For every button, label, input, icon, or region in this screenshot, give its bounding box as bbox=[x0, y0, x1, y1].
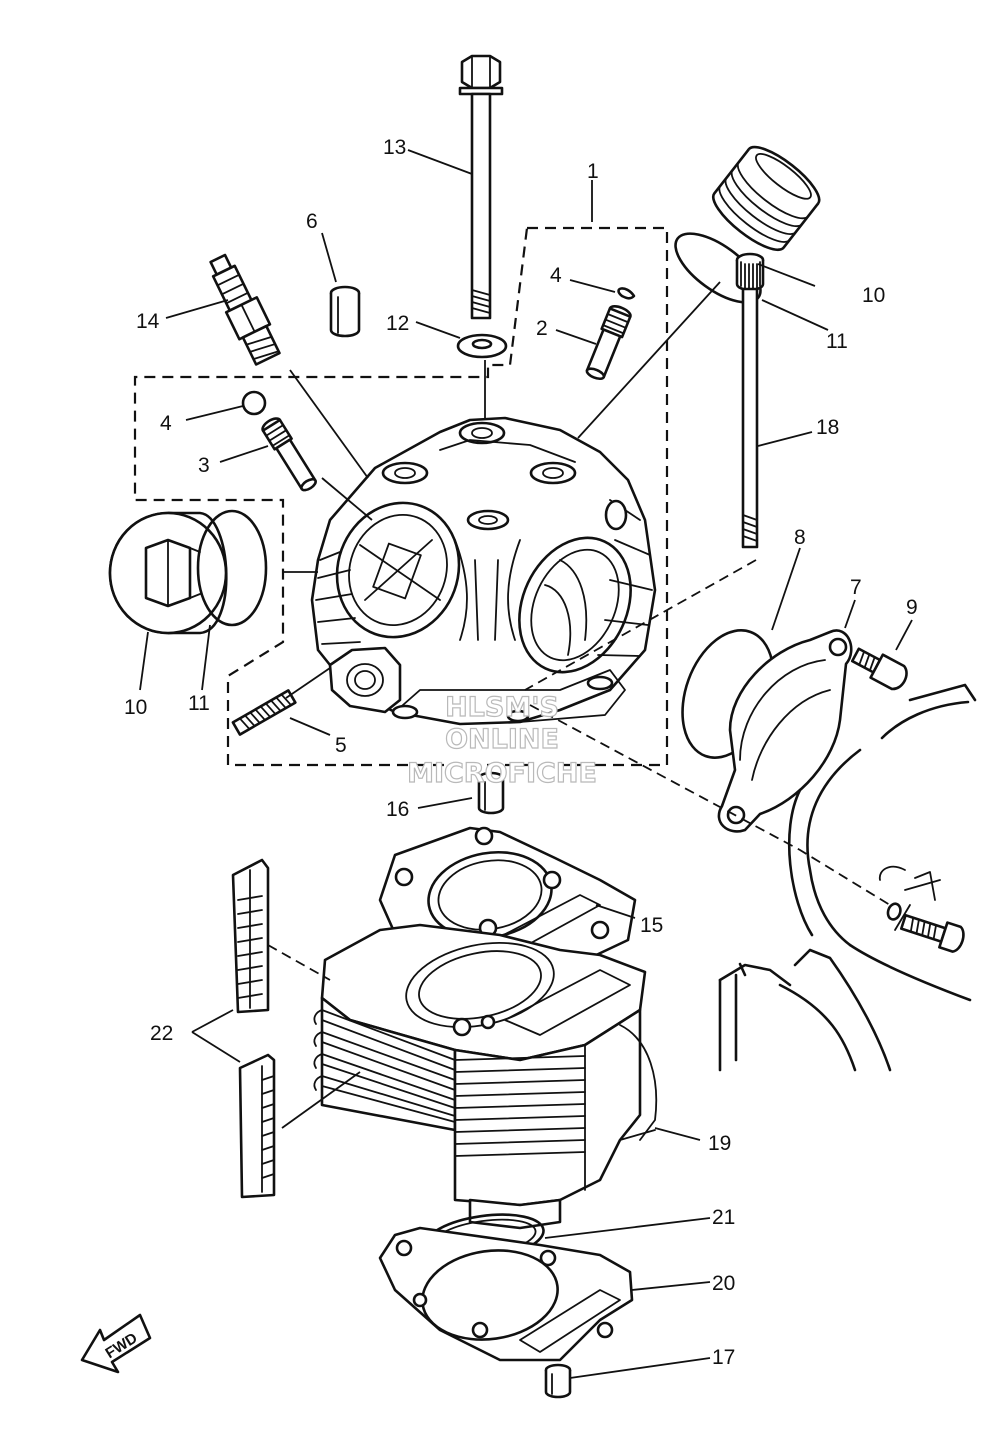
part-18-socket-bolt bbox=[735, 252, 765, 549]
part-2-valve-guide bbox=[585, 305, 632, 381]
callout-22: 22 bbox=[150, 1022, 173, 1045]
leader-lines bbox=[139, 149, 913, 1379]
part-22-chain-guide-lower bbox=[238, 1053, 276, 1199]
part-12-washer bbox=[456, 333, 508, 359]
callout-15: 15 bbox=[640, 914, 663, 937]
callout-6: 6 bbox=[306, 210, 318, 233]
part-17-dowel-pin bbox=[544, 1363, 572, 1399]
callout-18: 18 bbox=[816, 416, 839, 439]
part-7-cover-flange bbox=[717, 629, 853, 833]
callout-11-upper: 11 bbox=[826, 330, 848, 353]
part-4-keeper-upper bbox=[617, 287, 636, 300]
callout-3: 3 bbox=[198, 454, 210, 477]
fwd-direction-arrow bbox=[80, 1313, 152, 1374]
callout-21: 21 bbox=[712, 1206, 735, 1229]
part-10-tappet-cap-upper bbox=[711, 145, 821, 252]
callout-14: 14 bbox=[136, 310, 160, 333]
callout-13: 13 bbox=[383, 136, 406, 159]
watermark-line-1: HLSM'S bbox=[445, 692, 559, 723]
callout-17: 17 bbox=[712, 1346, 735, 1369]
callout-5: 5 bbox=[335, 734, 347, 757]
callout-2: 2 bbox=[536, 317, 548, 340]
watermark-line-3: MICROFICHE bbox=[407, 758, 597, 789]
part-11-o-ring-upper bbox=[674, 232, 762, 304]
watermark: HLSM'S ONLINE MICROFICHE bbox=[406, 691, 597, 789]
callout-4-upper: 4 bbox=[550, 264, 562, 287]
watermark-line-2: ONLINE bbox=[445, 724, 559, 755]
part-13-head-bolt bbox=[458, 54, 504, 320]
callout-10-left: 10 bbox=[124, 696, 147, 719]
part-11-o-ring-left bbox=[196, 509, 268, 627]
part-16-dowel-pin bbox=[477, 771, 505, 815]
crankcase-bolt bbox=[886, 902, 965, 953]
callout-10-upper: 10 bbox=[862, 284, 885, 307]
part-3-valve-guide bbox=[261, 417, 317, 492]
part-6-dowel-pin bbox=[329, 285, 361, 338]
part-22-chain-guide-upper bbox=[231, 858, 270, 1014]
crankcase-outline bbox=[718, 683, 977, 1072]
callout-20: 20 bbox=[712, 1272, 735, 1295]
cylinder-head bbox=[310, 416, 657, 726]
part-9-bolt bbox=[850, 647, 908, 691]
part-5-stud-bolt bbox=[231, 689, 297, 736]
callout-7: 7 bbox=[850, 576, 862, 599]
part-20-base-gasket bbox=[378, 1226, 634, 1362]
callout-11-left: 11 bbox=[188, 692, 210, 715]
callout-12: 12 bbox=[386, 312, 409, 335]
callout-8: 8 bbox=[794, 526, 806, 549]
part-19-cylinder bbox=[313, 923, 658, 1230]
callout-labels: 13 1 6 4 10 14 12 2 11 4 18 3 8 7 9 10 1… bbox=[102, 136, 917, 1369]
part-14-spark-plug bbox=[209, 253, 281, 366]
callout-16: 16 bbox=[386, 798, 409, 821]
callout-1: 1 bbox=[587, 160, 599, 183]
part-4-o-ring-small bbox=[241, 390, 267, 416]
part-10-plug-cap-left bbox=[108, 511, 228, 635]
callout-9: 9 bbox=[906, 596, 918, 619]
callout-19: 19 bbox=[708, 1132, 731, 1155]
callout-4-left: 4 bbox=[160, 412, 172, 435]
assembly-1-dashed-boundary bbox=[133, 226, 669, 767]
